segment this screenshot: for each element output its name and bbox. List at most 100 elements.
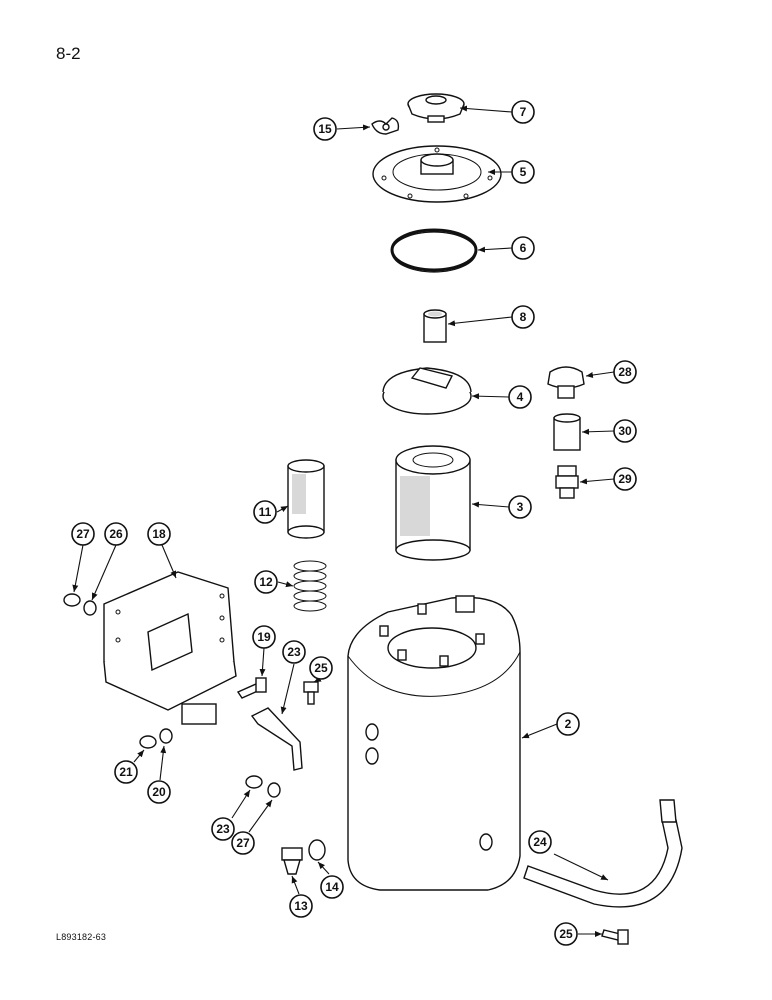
callout-25-upper: 25 (309, 656, 333, 680)
leader-24 (553, 853, 609, 881)
leader-23a (280, 663, 295, 715)
callout-6: 6 (511, 236, 535, 260)
callout-label: 19 (257, 630, 271, 644)
callout-27-upper: 27 (71, 522, 95, 546)
tank-strap-part (523, 799, 683, 908)
leader-18 (161, 544, 177, 579)
leader-29 (579, 478, 615, 485)
filler-cap-part (407, 93, 465, 123)
spring-part (293, 560, 327, 612)
callout-18: 18 (147, 522, 171, 546)
callout-2: 2 (556, 712, 580, 736)
sleeve-part (423, 309, 447, 343)
bolt-part-25-lower (601, 929, 629, 945)
callout-3: 3 (508, 495, 532, 519)
leader-6 (477, 246, 513, 253)
leader-27a (72, 544, 84, 593)
callout-7: 7 (511, 100, 535, 124)
seal-ring-part (308, 839, 326, 861)
leader-14 (317, 861, 330, 875)
bolt-part-25-upper (303, 681, 319, 705)
drain-plug-part (281, 847, 303, 875)
coupling-part (553, 413, 581, 451)
callout-label: 18 (152, 527, 166, 541)
callout-label: 6 (520, 241, 527, 255)
callout-21: 21 (114, 760, 138, 784)
callout-5: 5 (511, 160, 535, 184)
callout-label: 3 (517, 500, 524, 514)
callout-29: 29 (613, 467, 637, 491)
leader-3 (471, 501, 510, 508)
callout-23-upper: 23 (282, 640, 306, 664)
callout-8: 8 (511, 305, 535, 329)
callout-15: 15 (313, 117, 337, 141)
mounting-bracket-part (103, 571, 237, 725)
fitting-part (555, 465, 579, 499)
leader-26 (91, 544, 117, 601)
callout-label: 27 (76, 527, 90, 541)
filter-cover-part (382, 367, 472, 415)
leader-23b (231, 789, 251, 819)
callout-label: 5 (520, 165, 527, 179)
cover-plate-part (372, 145, 502, 203)
callout-label: 27 (236, 836, 250, 850)
leader-28 (585, 371, 615, 378)
callout-label: 21 (119, 765, 133, 779)
wing-nut-part (371, 117, 400, 135)
leader-13 (291, 875, 300, 895)
leader-27b (248, 799, 273, 833)
callout-label: 28 (618, 365, 632, 379)
leader-19 (259, 647, 266, 677)
leader-4 (471, 393, 510, 400)
callout-26: 26 (104, 522, 128, 546)
callout-23-lower: 23 (211, 817, 235, 841)
callout-label: 25 (314, 661, 328, 675)
callout-20: 20 (147, 780, 171, 804)
page-number: 8-2 (56, 44, 81, 63)
callout-label: 15 (318, 122, 332, 136)
callout-11: 11 (253, 500, 277, 524)
callout-label: 25 (559, 927, 573, 941)
reservoir-tank-part (347, 595, 521, 891)
callout-label: 30 (618, 424, 632, 438)
callout-13: 13 (289, 894, 313, 918)
filter-element-part (395, 445, 471, 561)
callout-label: 26 (109, 527, 123, 541)
callout-label: 14 (325, 880, 339, 894)
leader-20 (159, 745, 167, 781)
callout-label: 8 (520, 310, 527, 324)
leader-11 (276, 505, 289, 513)
callout-24: 24 (528, 830, 552, 854)
leader-8 (447, 316, 513, 327)
callout-27-lower: 27 (231, 831, 255, 855)
callout-label: 12 (259, 575, 273, 589)
callout-label: 24 (533, 835, 547, 849)
callout-4: 4 (508, 385, 532, 409)
nut-washer-part-lower (139, 728, 173, 749)
strainer-tube-part (287, 459, 325, 539)
nut-washer-part-bottom (245, 775, 281, 798)
callout-label: 4 (517, 390, 524, 404)
callout-label: 13 (294, 899, 308, 913)
callout-14: 14 (320, 875, 344, 899)
callout-label: 2 (565, 717, 572, 731)
callout-label: 20 (152, 785, 166, 799)
callout-label: 11 (259, 505, 272, 519)
leader-7 (459, 105, 513, 113)
leader-15 (336, 124, 371, 131)
small-bracket-part (250, 707, 303, 771)
vent-cap-part (547, 366, 585, 399)
callout-25-lower: 25 (554, 922, 578, 946)
figure-code: L893182-63 (56, 932, 107, 942)
leader-12 (277, 581, 294, 588)
callout-label: 7 (520, 105, 527, 119)
bolt-part-19 (236, 677, 267, 699)
callout-28: 28 (613, 360, 637, 384)
callout-30: 30 (613, 419, 637, 443)
callout-label: 29 (618, 472, 632, 486)
callout-12: 12 (254, 570, 278, 594)
nut-washer-part-left (63, 593, 97, 616)
leader-30 (581, 428, 615, 435)
leader-21 (133, 749, 145, 763)
